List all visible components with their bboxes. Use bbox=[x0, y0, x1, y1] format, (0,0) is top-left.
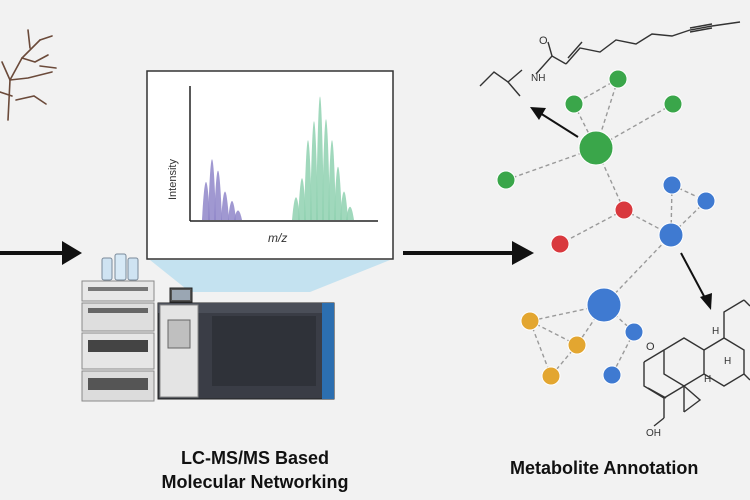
network-edge bbox=[559, 209, 625, 245]
network-node-orange bbox=[541, 366, 561, 386]
left-peak bbox=[214, 170, 222, 220]
molecule-bottom bbox=[643, 299, 750, 427]
middle-arrow bbox=[403, 241, 534, 265]
molecule-bottom-h3: H bbox=[724, 356, 731, 367]
molecule-bottom-h2: H bbox=[704, 374, 711, 385]
peaks-right-group bbox=[292, 96, 354, 220]
molecule-top-o: O bbox=[539, 35, 548, 47]
network-arrow-bottom bbox=[680, 252, 712, 310]
lcms-caption-line2: Molecular Networking bbox=[161, 472, 349, 492]
right-peak bbox=[334, 166, 342, 220]
annotation-caption-line: Metabolite Annotation bbox=[510, 458, 699, 478]
right-peak bbox=[328, 140, 336, 220]
network-node-orange bbox=[567, 335, 587, 355]
lcms-caption-line1: LC-MS/MS Based bbox=[180, 448, 330, 468]
molecule-top-nh: NH bbox=[531, 73, 545, 84]
network-node-green bbox=[608, 69, 628, 89]
network-node-blue bbox=[586, 287, 622, 323]
right-peak bbox=[316, 96, 324, 220]
right-peak bbox=[340, 191, 348, 220]
network-node-green bbox=[496, 170, 516, 190]
network-node-green bbox=[564, 94, 584, 114]
peaks-left-group bbox=[202, 159, 242, 220]
molecule-bottom-o: O bbox=[646, 341, 655, 353]
x-axis-label: m/z bbox=[268, 231, 287, 245]
network-node-blue bbox=[602, 365, 622, 385]
network-nodes bbox=[496, 69, 716, 386]
network-node-blue bbox=[624, 322, 644, 342]
tree-icon bbox=[0, 29, 57, 121]
left-arrow bbox=[0, 241, 82, 265]
network-edge bbox=[595, 147, 625, 211]
right-peak bbox=[322, 119, 330, 220]
network-node-green bbox=[578, 130, 614, 166]
network-edge bbox=[529, 304, 605, 322]
ms-instrument bbox=[157, 287, 335, 400]
left-peak bbox=[234, 210, 242, 220]
network-node-green bbox=[663, 94, 683, 114]
network-edge bbox=[595, 78, 619, 149]
left-peak bbox=[208, 159, 216, 220]
molecule-bottom-h1: H bbox=[712, 326, 719, 337]
left-peak bbox=[228, 201, 236, 220]
network-node-red bbox=[550, 234, 570, 254]
network-edge bbox=[529, 320, 552, 377]
molecule-top bbox=[479, 21, 741, 97]
right-peak bbox=[304, 140, 312, 220]
left-peak bbox=[221, 191, 229, 220]
right-peak bbox=[292, 197, 300, 220]
network-arrow-top bbox=[530, 107, 579, 138]
projection-beam bbox=[150, 260, 390, 292]
lc-system bbox=[81, 253, 155, 402]
lcms-caption: LC-MS/MS Based Molecular Networking bbox=[140, 446, 370, 494]
network-node-blue bbox=[696, 191, 716, 211]
network-node-orange bbox=[520, 311, 540, 331]
molecule-bottom-oh: OH bbox=[646, 428, 661, 439]
spectrum-window: Intensity m/z bbox=[146, 70, 394, 260]
left-peak bbox=[202, 182, 210, 220]
right-peak bbox=[310, 121, 318, 220]
annotation-caption: Metabolite Annotation bbox=[510, 456, 750, 480]
right-peak bbox=[298, 178, 306, 220]
network-node-red bbox=[614, 200, 634, 220]
network-node-blue bbox=[662, 175, 682, 195]
y-axis-label: Intensity bbox=[167, 159, 179, 200]
right-peak bbox=[346, 206, 354, 220]
network-node-blue bbox=[658, 222, 684, 248]
